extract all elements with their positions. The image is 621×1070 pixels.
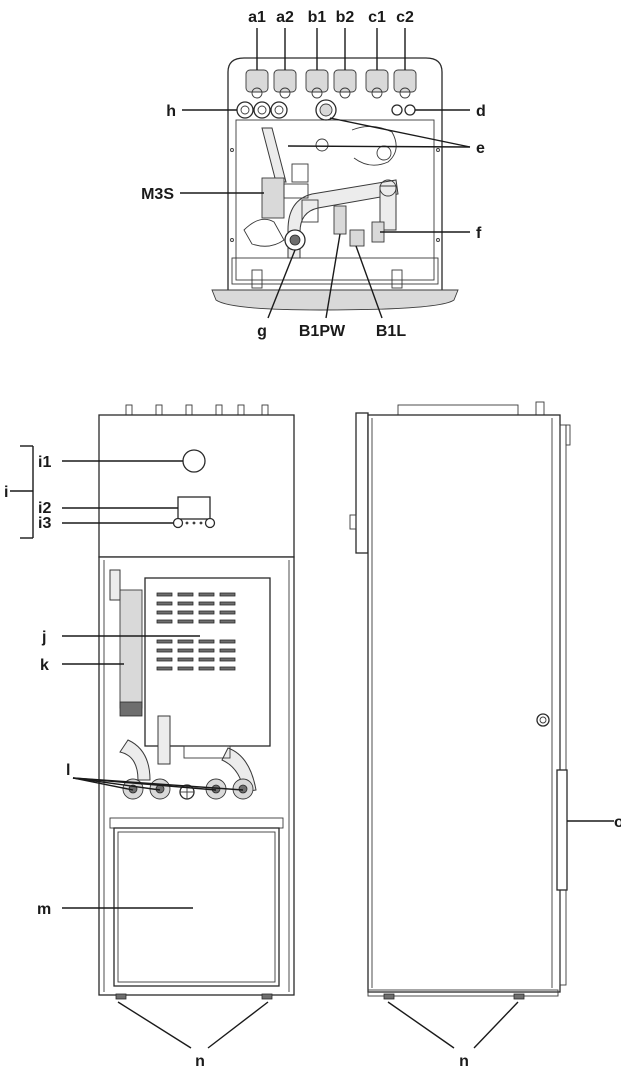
front-view-leaders <box>10 445 269 1049</box>
top-connections <box>245 69 417 99</box>
label-n-side: n <box>459 1053 469 1070</box>
label-b2: b2 <box>336 9 355 26</box>
top-view <box>211 57 459 311</box>
label-c1: c1 <box>368 9 386 26</box>
label-m3s: M3S <box>141 186 174 203</box>
label-f: f <box>476 225 482 242</box>
side-view-leaders <box>387 820 614 1049</box>
side-port <box>536 713 550 727</box>
label-n-front: n <box>195 1053 205 1070</box>
user-interface-panel <box>98 414 295 558</box>
label-j: j <box>41 629 46 646</box>
valve-m3s <box>261 163 319 223</box>
button-left <box>172 517 184 529</box>
side-front-panel <box>355 412 369 554</box>
label-o: o <box>614 814 621 831</box>
button-right <box>204 517 216 529</box>
top-view-inner-frame <box>235 119 435 281</box>
sensor-b1l <box>349 229 365 247</box>
front-view <box>98 404 295 1000</box>
label-g: g <box>257 323 267 340</box>
label-i2: i2 <box>38 500 51 517</box>
label-l: l <box>66 762 70 779</box>
label-i: i <box>4 484 8 501</box>
top-view-leaders <box>180 28 471 319</box>
sensor-b1pw <box>333 205 347 235</box>
label-b1: b1 <box>308 9 327 26</box>
main-switch <box>182 449 206 473</box>
label-b1l: B1L <box>376 323 406 340</box>
label-i1: i1 <box>38 454 51 471</box>
label-e: e <box>476 140 485 157</box>
side-view <box>349 401 571 1000</box>
side-handle <box>556 769 568 891</box>
display <box>177 496 211 520</box>
top-view-base <box>211 289 459 311</box>
top-view-bottom-rail <box>231 257 439 285</box>
side-view-labels: o n <box>459 814 621 1070</box>
label-a1: a1 <box>248 9 266 26</box>
grommets-h <box>236 101 288 119</box>
label-h: h <box>166 103 176 120</box>
label-b1pw: B1PW <box>299 323 346 340</box>
tank-panel <box>113 827 280 987</box>
label-c2: c2 <box>396 9 414 26</box>
label-k: k <box>40 657 49 674</box>
grommets-d <box>391 104 416 116</box>
front-view-labels: i i1 i2 i3 j k l m n <box>4 454 205 1070</box>
label-m: m <box>37 901 51 918</box>
top-view-labels: a1 a2 b1 b2 c1 c2 h d e M3S f g B1PW B1L <box>141 9 486 340</box>
backup-heater <box>119 589 143 709</box>
label-i3: i3 <box>38 515 51 532</box>
label-d: d <box>476 103 486 120</box>
side-body <box>367 414 561 993</box>
label-a2: a2 <box>276 9 294 26</box>
